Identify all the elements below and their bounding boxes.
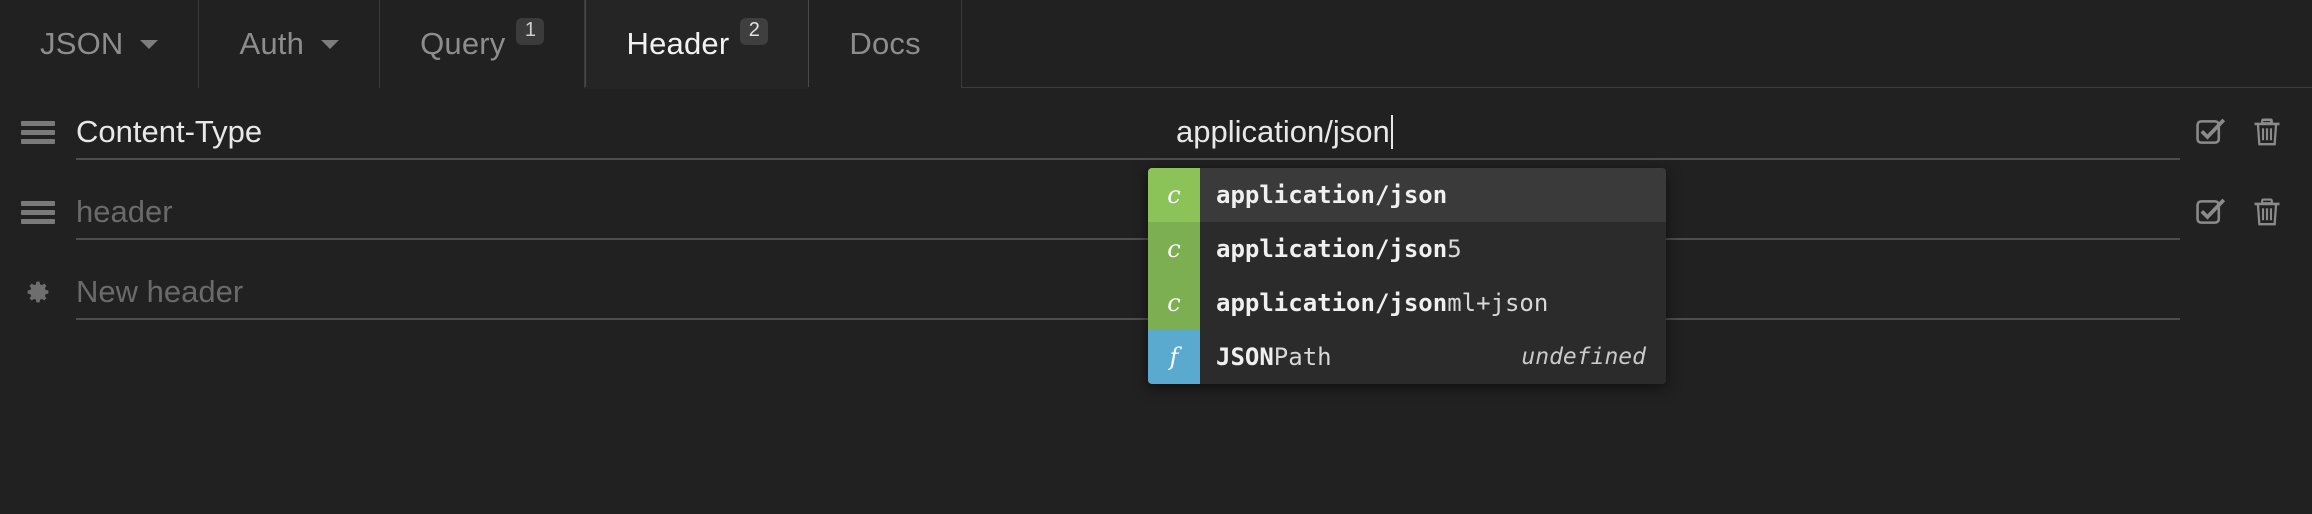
trash-icon[interactable] [2250, 195, 2284, 229]
gear-icon[interactable] [0, 277, 76, 307]
header-key-placeholder: header [76, 194, 173, 229]
header-row: header [0, 172, 2312, 252]
header-key-value: Content-Type [76, 114, 263, 149]
tab-docs[interactable]: Docs [809, 0, 962, 88]
tab-badge-count: 2 [740, 18, 769, 45]
input-underline [1176, 238, 2180, 240]
autocomplete-rest-text: Path [1273, 343, 1332, 371]
tab-json[interactable]: JSON [0, 0, 200, 88]
chevron-down-icon [321, 39, 340, 49]
constant-badge-icon: c [1148, 276, 1200, 330]
checkbox-checked-icon[interactable] [2194, 195, 2228, 229]
autocomplete-option[interactable]: f JSONPath undefined [1148, 330, 1666, 384]
row-actions [2180, 195, 2312, 229]
autocomplete-match-text: JSON [1216, 343, 1274, 371]
header-value-input[interactable]: application/json [1176, 92, 2180, 172]
input-underline [1176, 318, 2180, 320]
autocomplete-rest-text: ml+json [1447, 289, 1549, 317]
chevron-down-icon [140, 39, 159, 49]
function-badge-icon: f [1148, 330, 1200, 384]
autocomplete-dropdown[interactable]: c application/json c application/json5 c… [1148, 168, 1666, 384]
text-cursor [1390, 115, 1393, 149]
new-header-placeholder: New header [76, 274, 244, 309]
trash-icon[interactable] [2250, 115, 2284, 149]
tab-label: Auth [239, 26, 305, 61]
header-key-input[interactable]: Content-Type [76, 92, 1176, 172]
input-underline [76, 238, 1176, 240]
checkbox-checked-icon[interactable] [2194, 115, 2228, 149]
autocomplete-option-body: JSONPath undefined [1200, 330, 1666, 384]
header-rows: Content-Type application/json [0, 88, 2312, 332]
tab-badge-count: 1 [516, 18, 545, 45]
input-underline [76, 318, 1176, 320]
new-header-value-input[interactable] [1176, 252, 2180, 332]
drag-handle-icon[interactable] [0, 197, 76, 228]
tab-query[interactable]: Query 1 [380, 0, 586, 88]
autocomplete-rest-text: 5 [1447, 235, 1462, 263]
header-row: Content-Type application/json [0, 92, 2312, 172]
tab-label: Query [420, 26, 506, 61]
autocomplete-option[interactable]: c application/json [1148, 168, 1666, 222]
new-header-row: New header [0, 252, 2312, 332]
autocomplete-option-body: application/jsonml+json [1200, 276, 1666, 330]
tab-label: JSON [40, 26, 124, 61]
tab-label: Docs [849, 26, 921, 61]
tab-header[interactable]: Header 2 [585, 0, 810, 89]
constant-badge-icon: c [1148, 222, 1200, 276]
tab-bar: JSON Auth Query 1 Header 2 Docs [0, 0, 2312, 89]
autocomplete-option[interactable]: c application/json5 [1148, 222, 1666, 276]
header-value-input[interactable] [1176, 172, 2180, 252]
drag-handle-icon[interactable] [0, 117, 76, 148]
input-underline [76, 158, 1176, 160]
autocomplete-meta: undefined [1521, 344, 1646, 370]
input-underline [1176, 158, 2180, 160]
tab-auth[interactable]: Auth [199, 0, 381, 88]
drag-handle-bars [21, 197, 55, 228]
autocomplete-option[interactable]: c application/jsonml+json [1148, 276, 1666, 330]
header-value-value: application/json [1176, 114, 1390, 149]
header-key-input[interactable]: header [76, 172, 1176, 252]
autocomplete-option-body: application/json5 [1200, 222, 1666, 276]
autocomplete-match-text: application/json [1216, 289, 1448, 317]
autocomplete-match-text: application/json [1216, 235, 1448, 263]
gear-glyph [27, 281, 49, 303]
tab-label: Header [626, 26, 730, 61]
row-actions [2180, 115, 2312, 149]
new-header-key-input[interactable]: New header [76, 252, 1176, 332]
drag-handle-bars [21, 117, 55, 148]
autocomplete-match-text: application/json [1216, 181, 1448, 209]
autocomplete-option-body: application/json [1200, 168, 1666, 222]
constant-badge-icon: c [1148, 168, 1200, 222]
